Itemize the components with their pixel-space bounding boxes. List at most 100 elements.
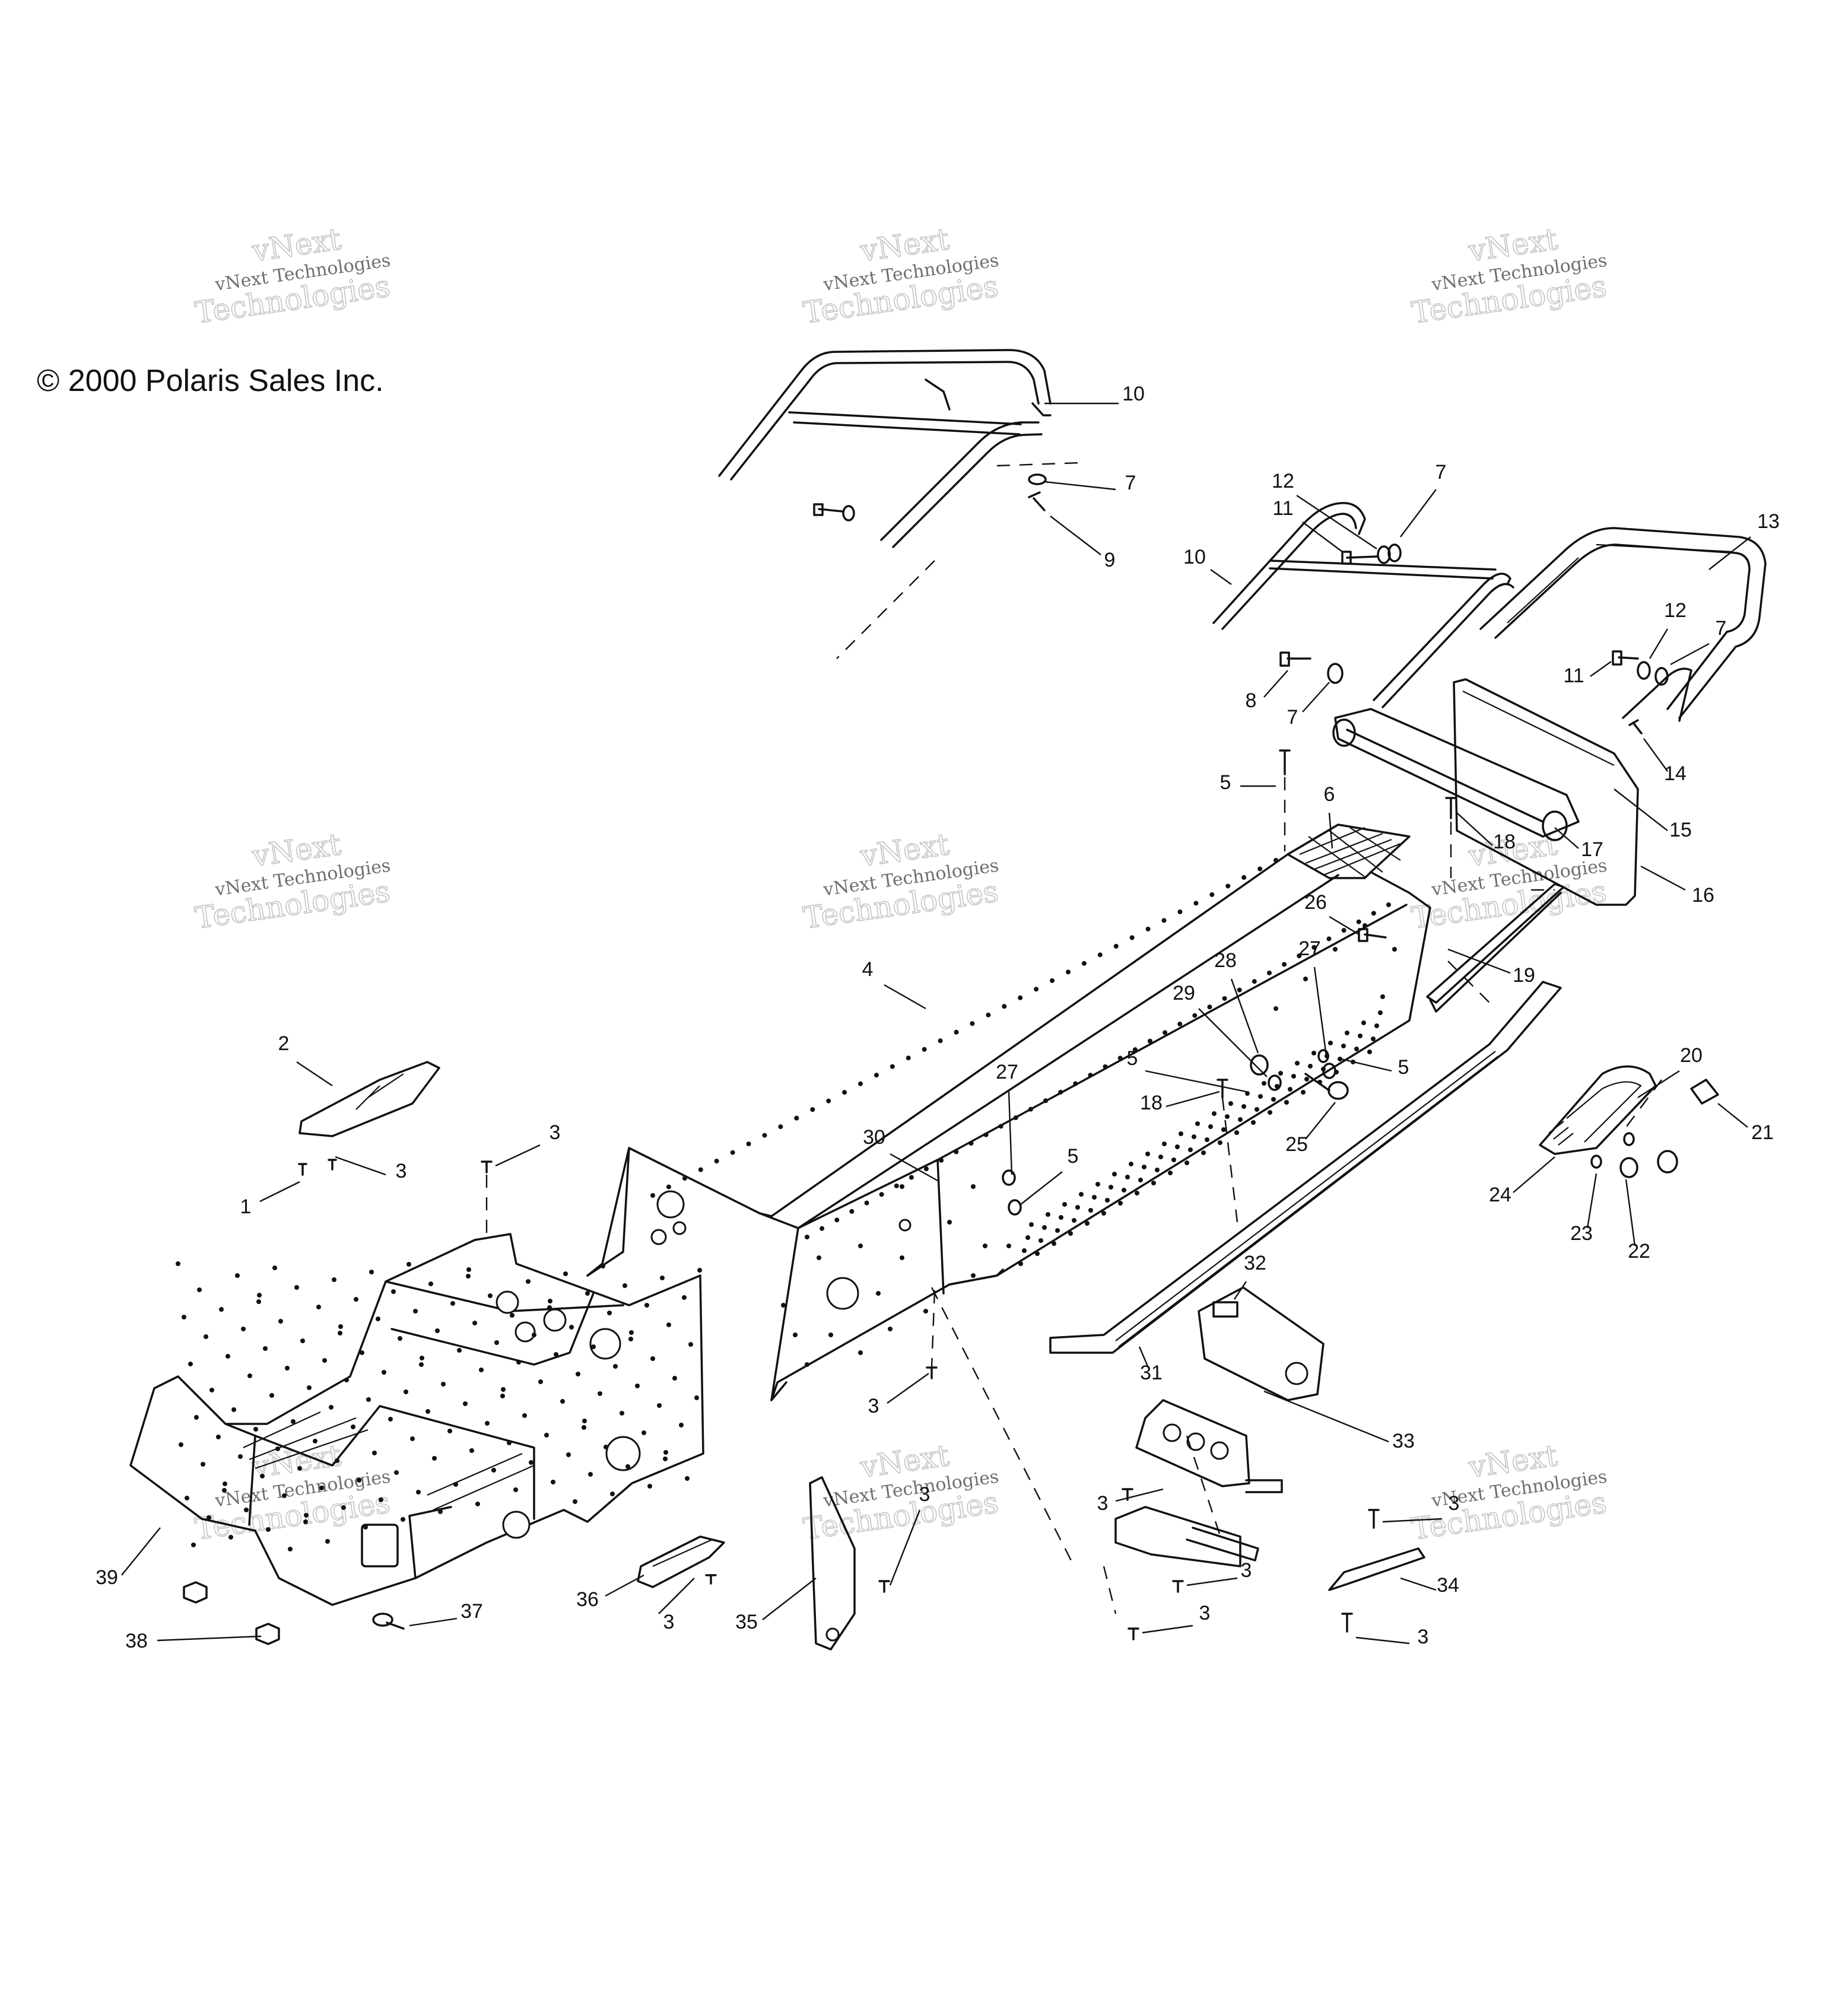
plug-icon (372, 1613, 405, 1630)
rivet-icon (1368, 1509, 1380, 1529)
rivet-dot (360, 1350, 364, 1355)
callout-number: 34 (1437, 1574, 1459, 1597)
rivet-dot (1361, 1020, 1366, 1025)
rivet-dot (257, 1293, 262, 1298)
rivet-dot (1006, 1244, 1011, 1248)
rivet-dot (420, 1356, 424, 1360)
rivet-dot (591, 1344, 596, 1349)
callout-number: 37 (460, 1600, 483, 1623)
callout-number: 31 (1140, 1362, 1163, 1384)
rivet-dot (1273, 858, 1278, 863)
rivet-dot (344, 1378, 349, 1382)
rivet-dot (1161, 918, 1167, 923)
callout-7: 7 (1400, 461, 1446, 538)
rivet-dot (1367, 1050, 1372, 1054)
callout-8: 8 (1246, 670, 1288, 712)
rivet-icon (1322, 1063, 1336, 1079)
callout-number: 28 (1214, 949, 1237, 972)
bushing-icon (1250, 1054, 1269, 1076)
rivet-dot (300, 1338, 305, 1343)
callout-number: 10 (1122, 383, 1145, 405)
callout-18: 18 (1140, 1090, 1220, 1114)
leader-line (157, 1635, 262, 1642)
callout-number: 3 (1241, 1559, 1252, 1582)
rivet-dot (201, 1462, 205, 1467)
callout-number: 27 (1298, 937, 1321, 960)
rivet-dot (1301, 1090, 1306, 1095)
rivet-dot (238, 1454, 243, 1459)
leader-line (1302, 522, 1343, 552)
rivet-dot (406, 1262, 411, 1267)
rivet-dot (968, 1141, 974, 1146)
leader-line (1614, 788, 1668, 831)
rivet-dot (441, 1382, 446, 1387)
rivet-dot (650, 1356, 655, 1361)
rivet-dot (1380, 994, 1385, 999)
callout-26: 26 (1304, 891, 1360, 936)
callout-19: 19 (1447, 948, 1535, 987)
support-bracket-icon (809, 1476, 856, 1651)
rivet-dot (1282, 962, 1287, 967)
callout-number: 21 (1751, 1121, 1774, 1144)
callout-3: 3 (1382, 1492, 1459, 1523)
rivet-dot (828, 1333, 833, 1337)
rivet-dot (1022, 1248, 1027, 1253)
rivet-dot (924, 1166, 929, 1172)
rivet-dot (650, 1193, 655, 1198)
rivet-dot (607, 1311, 612, 1315)
callout-15: 15 (1614, 788, 1692, 841)
callout-3: 3 (1142, 1602, 1210, 1634)
rivet-dot (983, 1132, 989, 1137)
rivet-dot (501, 1387, 506, 1392)
leader-line (605, 1574, 644, 1597)
rivet-dot (644, 1303, 649, 1308)
leader-line (1456, 812, 1493, 846)
callout-number: 25 (1285, 1133, 1308, 1156)
callout-13: 13 (1708, 510, 1780, 570)
bracket-icon (1114, 1506, 1259, 1567)
rivet-dot (1059, 1215, 1063, 1220)
callout-12: 12 (1272, 470, 1377, 549)
rivet-dot (379, 1497, 383, 1502)
leader-line (1138, 1346, 1149, 1368)
rivet-dot (1192, 1134, 1196, 1139)
callout-number: 24 (1489, 1184, 1511, 1206)
callout-number: 18 (1140, 1092, 1163, 1114)
rivet-dot (657, 1403, 662, 1408)
rivet-dot (209, 1388, 214, 1392)
bolt-icon (813, 503, 844, 516)
rivet-dot (842, 1090, 847, 1095)
leader-line (1400, 489, 1437, 538)
callout-21: 21 (1717, 1103, 1774, 1144)
rivet-dot (1092, 1195, 1097, 1200)
leader-line (1263, 670, 1288, 698)
rivet-dot (1304, 1077, 1309, 1082)
rivet-dot (1311, 1051, 1316, 1055)
rivet-dot (260, 1474, 265, 1478)
rivet-dot (1234, 1130, 1239, 1135)
rivet-dot (516, 1360, 521, 1365)
rivet-dot (938, 1038, 943, 1044)
rivet-dot (628, 1337, 633, 1341)
rivet-dot (1122, 1188, 1126, 1193)
callout-16: 16 (1640, 865, 1714, 907)
washer-icon (1637, 661, 1669, 686)
nut-icon (255, 1623, 280, 1645)
rivet-dot (453, 1482, 458, 1487)
callout-3: 3 (1186, 1559, 1252, 1586)
callout-number: 5 (1398, 1056, 1409, 1079)
rivet-dot (235, 1273, 240, 1278)
rivet-dot (1257, 866, 1263, 872)
rivet-dot (266, 1527, 271, 1532)
callout-3: 3 (495, 1121, 560, 1167)
rivet-dot (1278, 1071, 1283, 1076)
callout-number: 7 (1716, 617, 1727, 640)
rivet-dot (438, 1509, 443, 1514)
rivet-dot (191, 1543, 196, 1547)
rivet-dot (1333, 947, 1338, 952)
rivet-dot (1118, 1201, 1123, 1206)
callout-number: 29 (1173, 982, 1195, 1004)
rivet-dot (1297, 953, 1302, 959)
rivet-dot (971, 1273, 976, 1278)
